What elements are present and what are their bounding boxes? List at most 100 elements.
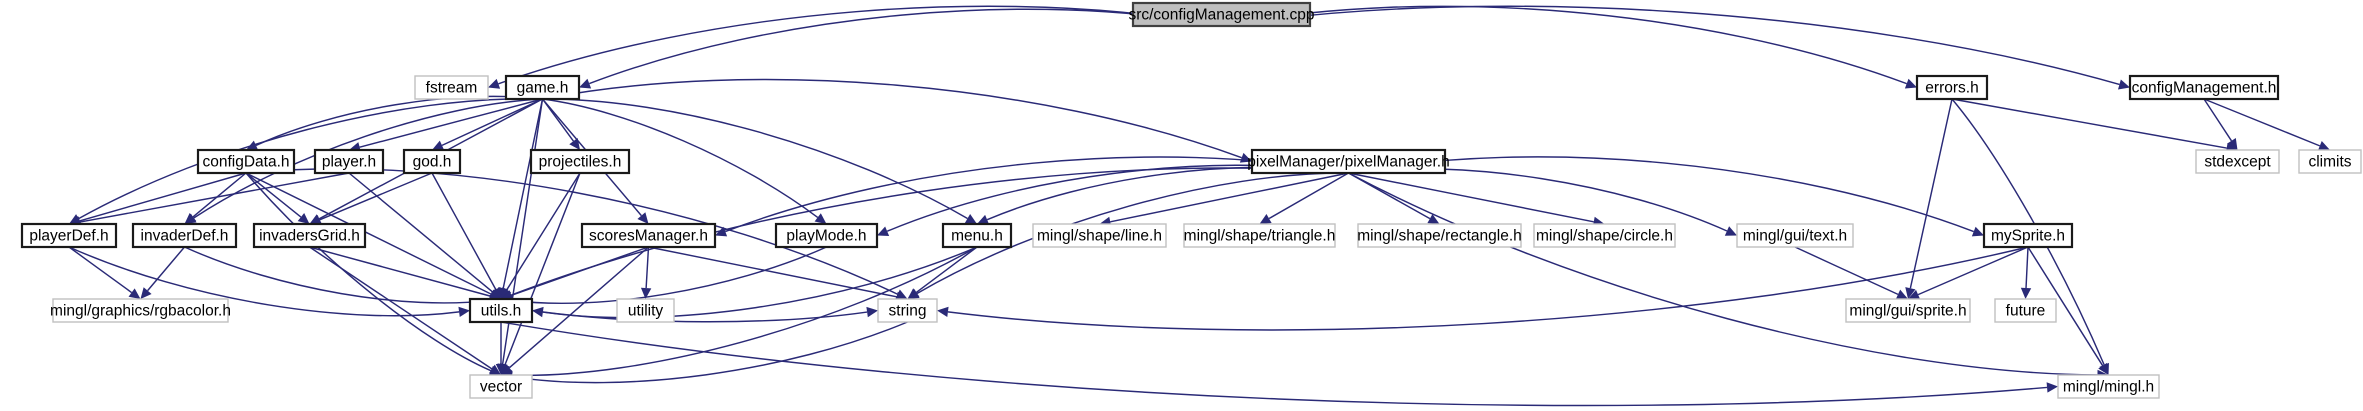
- graph-node-texth[interactable]: mingl/gui/text.h: [1736, 223, 1854, 248]
- edge-arrowhead: [866, 306, 878, 318]
- node-box[interactable]: [877, 298, 938, 323]
- node-box[interactable]: [1994, 298, 2057, 323]
- graph-node-godh[interactable]: god.h: [402, 148, 462, 175]
- graph-node-errorsh[interactable]: errors.h: [1915, 74, 1989, 101]
- edge-arrowhead: [2317, 141, 2330, 151]
- node-box[interactable]: [1982, 222, 2074, 249]
- graph-node-climits[interactable]: climits: [2298, 149, 2362, 174]
- graph-node-lineh[interactable]: mingl/shape/line.h: [1032, 223, 1167, 248]
- node-box[interactable]: [1736, 223, 1854, 248]
- node-box[interactable]: [1357, 223, 1522, 248]
- graph-node-rgbacolorh[interactable]: mingl/graphics/rgbacolor.h: [50, 298, 231, 323]
- graph-node-spriteh[interactable]: mingl/gui/sprite.h: [1845, 298, 1971, 323]
- edge-arrowhead: [2227, 137, 2238, 150]
- graph-node-string[interactable]: string: [877, 298, 938, 323]
- dependency-edge: [511, 321, 908, 384]
- node-box[interactable]: [52, 298, 229, 323]
- graph-node-root[interactable]: src/configManagement.cpp: [1128, 1, 1315, 28]
- dependency-edge: [947, 246, 2029, 331]
- dependency-edge: [1268, 172, 1349, 220]
- node-box[interactable]: [468, 297, 534, 324]
- edge-arrowhead: [2020, 287, 2032, 299]
- node-box[interactable]: [774, 222, 879, 249]
- node-box[interactable]: [20, 222, 118, 249]
- node-label: configManagement.h: [2132, 80, 2277, 97]
- node-box[interactable]: [941, 222, 1013, 249]
- node-box[interactable]: [1845, 298, 1971, 323]
- dependency-edge: [506, 172, 581, 291]
- graph-node-configdatah[interactable]: configData.h: [196, 148, 296, 175]
- node-box[interactable]: [2128, 74, 2280, 101]
- graph-node-gameh[interactable]: game.h: [504, 74, 581, 101]
- edge-arrowhead: [2046, 382, 2058, 393]
- graph-node-invaderdefh[interactable]: invaderDef.h: [131, 222, 238, 249]
- dependency-edge: [431, 172, 497, 290]
- dependency-edge: [78, 98, 543, 220]
- dependency-edge: [1221, 5, 2120, 86]
- edge-arrowhead: [1971, 226, 1984, 237]
- edge-arrowhead: [140, 287, 152, 299]
- node-label: mingl/shape/circle.h: [1536, 228, 1673, 245]
- node-box[interactable]: [2298, 149, 2362, 174]
- edge-arrowhead: [907, 288, 920, 299]
- node-box[interactable]: [469, 374, 533, 399]
- edge-arrowhead: [1895, 289, 1908, 300]
- graph-node-minglh[interactable]: mingl/mingl.h: [2057, 374, 2160, 399]
- node-label: mySprite.h: [1991, 228, 2065, 245]
- graph-node-pixelmgr[interactable]: pixelManager/pixelManager.h: [1247, 148, 1450, 175]
- graph-node-future[interactable]: future: [1994, 298, 2057, 323]
- graph-node-utilsh[interactable]: utils.h: [468, 297, 534, 324]
- graph-node-cfgmgmth[interactable]: configManagement.h: [2128, 74, 2280, 101]
- dependency-edge: [498, 5, 1222, 85]
- graph-node-projectilesh[interactable]: projectiles.h: [529, 148, 631, 175]
- node-box[interactable]: [131, 222, 238, 249]
- graph-node-invadersgridh[interactable]: invadersGrid.h: [252, 222, 367, 249]
- node-box[interactable]: [2057, 374, 2160, 399]
- node-box[interactable]: [1915, 74, 1989, 101]
- node-label: menu.h: [951, 228, 1003, 245]
- graph-node-menuh[interactable]: menu.h: [941, 222, 1013, 249]
- node-box[interactable]: [504, 74, 581, 101]
- dependency-edge: [589, 8, 1222, 85]
- dependency-edge: [192, 172, 247, 218]
- node-box[interactable]: [529, 148, 631, 175]
- edge-arrowhead: [458, 306, 470, 318]
- graph-node-vector[interactable]: vector: [469, 374, 533, 399]
- edge-arrowhead: [937, 306, 949, 318]
- dependency-edge: [648, 246, 897, 298]
- node-box[interactable]: [252, 222, 367, 249]
- graph-node-fstream[interactable]: fstream: [414, 75, 489, 100]
- node-box[interactable]: [1131, 1, 1312, 28]
- edge-arrowhead: [964, 213, 977, 224]
- node-box[interactable]: [2195, 149, 2280, 174]
- node-box[interactable]: [402, 148, 462, 175]
- node-box[interactable]: [1533, 223, 1676, 248]
- graph-node-triangleh[interactable]: mingl/shape/triangle.h: [1183, 223, 1336, 248]
- graph-node-myspriteh[interactable]: mySprite.h: [1982, 222, 2074, 249]
- node-label: mingl/gui/sprite.h: [1849, 303, 1966, 320]
- graph-node-rectangleh[interactable]: mingl/shape/rectangle.h: [1357, 223, 1522, 248]
- node-box[interactable]: [196, 148, 296, 175]
- node-box[interactable]: [1032, 223, 1167, 248]
- graph-node-stdexcept[interactable]: stdexcept: [2195, 149, 2280, 174]
- node-label: god.h: [413, 154, 452, 171]
- graph-node-utility[interactable]: utility: [616, 298, 675, 323]
- graph-node-playerdefh[interactable]: playerDef.h: [20, 222, 118, 249]
- node-box[interactable]: [313, 148, 385, 175]
- edge-arrowhead: [1904, 78, 1917, 89]
- node-box[interactable]: [616, 298, 675, 323]
- node-box[interactable]: [1250, 148, 1447, 175]
- graph-node-playmodeh[interactable]: playMode.h: [774, 222, 879, 249]
- graph-node-circleh[interactable]: mingl/shape/circle.h: [1533, 223, 1676, 248]
- node-label: string: [889, 303, 927, 320]
- edge-arrowhead: [1908, 289, 1921, 300]
- node-box[interactable]: [414, 75, 489, 100]
- node-label: mingl/mingl.h: [2063, 379, 2154, 396]
- node-label: configData.h: [202, 154, 289, 171]
- node-label: playerDef.h: [29, 228, 108, 245]
- graph-node-playerh[interactable]: player.h: [313, 148, 385, 175]
- graph-node-scoresmgrh[interactable]: scoresManager.h: [580, 222, 717, 249]
- node-box[interactable]: [580, 222, 717, 249]
- node-box[interactable]: [1183, 223, 1336, 248]
